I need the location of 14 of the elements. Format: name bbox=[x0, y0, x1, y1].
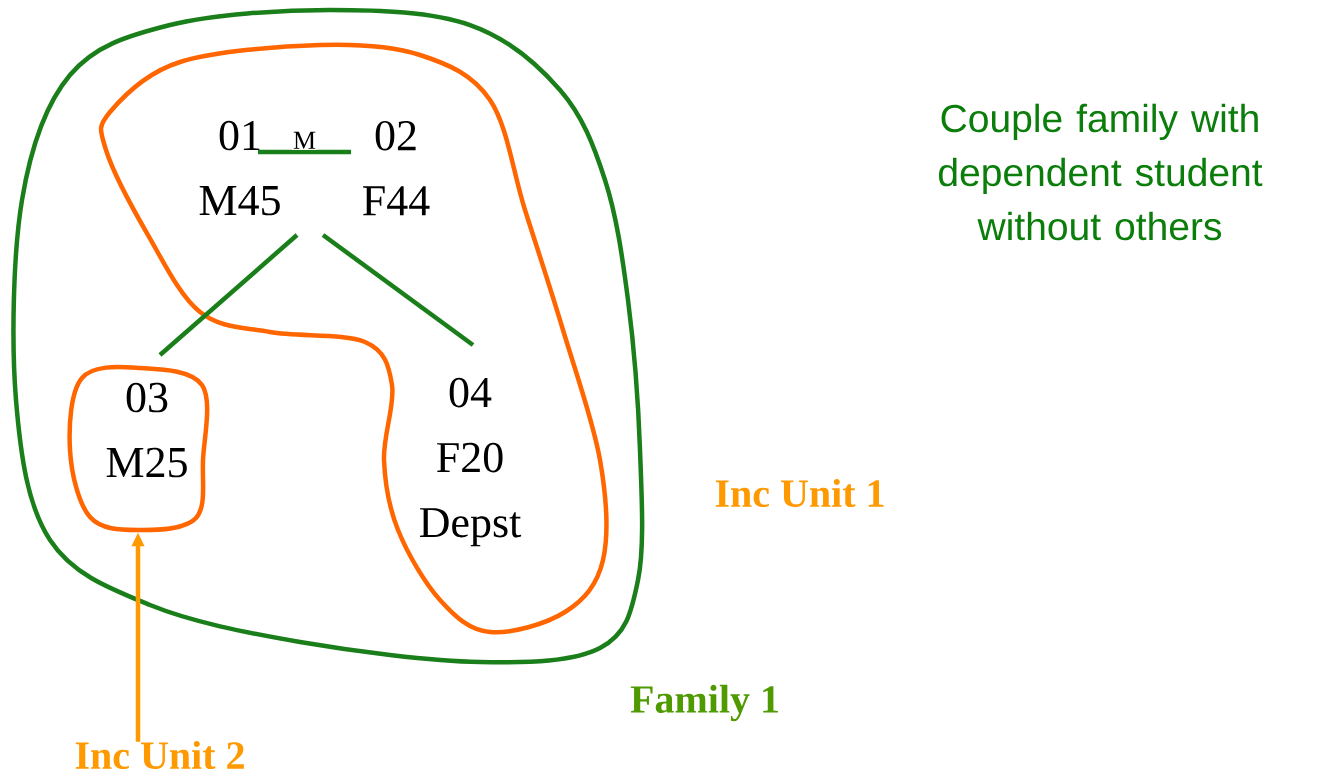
connector-line bbox=[158, 233, 299, 357]
unit-label: Inc Unit 1 bbox=[715, 478, 884, 508]
connector-line bbox=[321, 233, 475, 347]
connector-line bbox=[258, 149, 351, 155]
person-label: 01 M45 bbox=[199, 120, 280, 216]
unit-label: Inc Unit 2 bbox=[75, 740, 244, 770]
income-unit-outline bbox=[98, 42, 609, 635]
description-text: Couple family with dependent student without others bbox=[939, 103, 1263, 241]
edge-label: M bbox=[291, 130, 318, 150]
person-label: 04 F20 Depst bbox=[419, 377, 522, 547]
family-label: Family 1 bbox=[630, 684, 778, 722]
person-label: 02 F44 bbox=[363, 120, 430, 216]
person-label: 03 M25 bbox=[106, 382, 187, 478]
income-unit-outline bbox=[67, 364, 210, 533]
